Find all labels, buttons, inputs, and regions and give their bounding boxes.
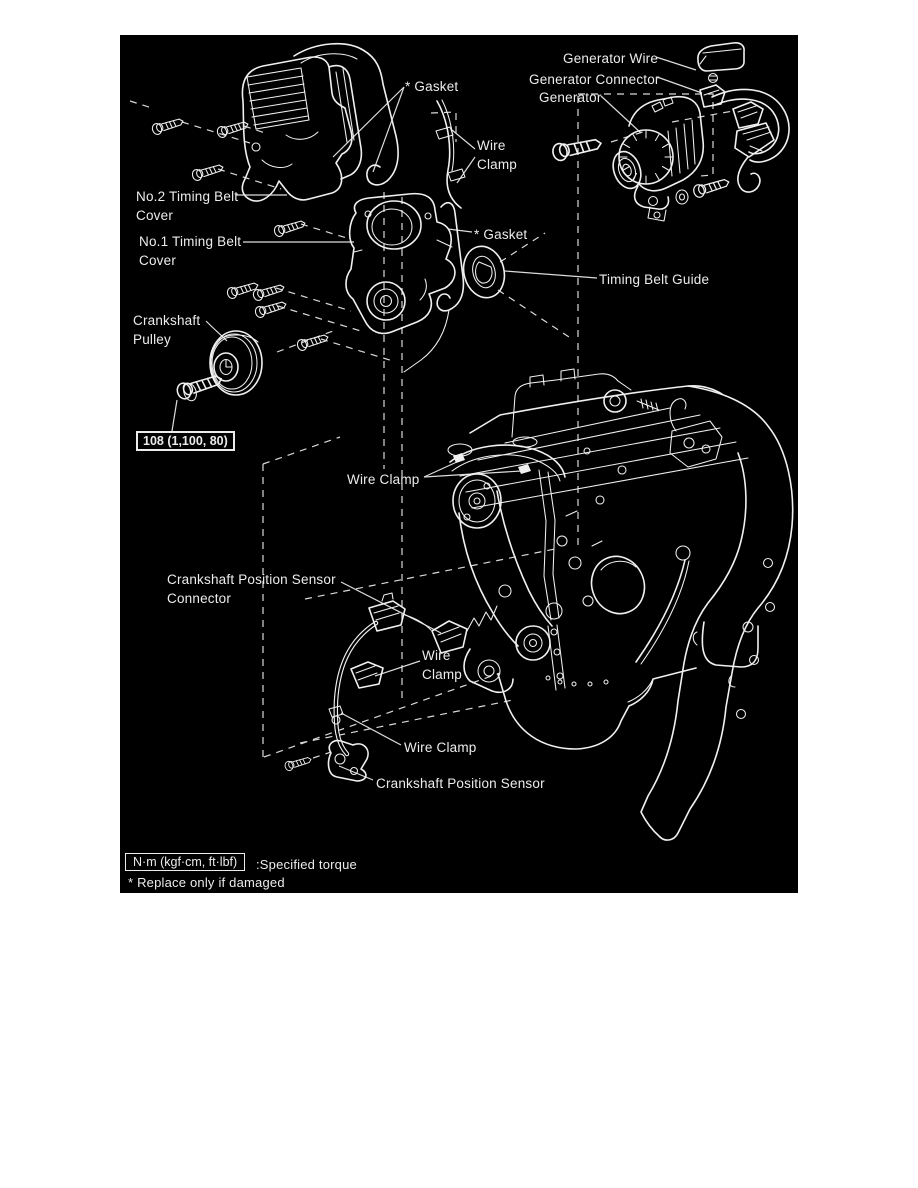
label-wire-clamp-top: Wire Clamp (477, 138, 518, 172)
label-timing-belt-guide: Timing Belt Guide (599, 272, 710, 287)
label-crankshaft-pulley: Crankshaft Pulley (133, 313, 201, 347)
upper-gasket-drawing (293, 42, 399, 186)
crankshaft-position-sensor-drawing (327, 592, 498, 782)
legend-torque-units-box: N·m (kgf·cm, ft·lbf) (125, 853, 246, 871)
legend-replace-note: * Replace only if damaged (128, 875, 285, 890)
label-wire-clamp-mid: Wire Clamp (422, 648, 463, 682)
label-leader-lines (171, 56, 703, 781)
upper-wire-clamp-drawing (435, 99, 466, 209)
torque-spec-box: 108 (1,100, 80) (136, 431, 235, 451)
label-generator-wire: Generator Wire (563, 51, 659, 66)
label-crankshaft-position-sensor: Crankshaft Position Sensor (376, 776, 545, 791)
generator-drawing (612, 42, 790, 222)
label-gasket-top: * Gasket (405, 79, 459, 94)
timing-belt-guide-drawing (462, 245, 506, 299)
no2-timing-belt-cover-drawing (241, 56, 363, 202)
engine-block-drawing (447, 368, 794, 841)
label-no1-timing-belt-cover: No.1 Timing Belt Cover (139, 234, 242, 268)
label-gasket-mid: * Gasket (474, 227, 528, 242)
label-generator: Generator (539, 90, 602, 105)
label-cps-connector: Crankshaft Position Sensor Connector (167, 572, 336, 606)
no1-timing-belt-cover-drawing (345, 192, 456, 335)
label-wire-clamp-engine: Wire Clamp (347, 472, 420, 487)
diagram-panel-background (120, 35, 798, 893)
label-wire-clamp-low: Wire Clamp (404, 740, 477, 755)
mounting-bolts (150, 115, 732, 773)
label-no2-timing-belt-cover: No.2 Timing Belt Cover (136, 189, 239, 223)
middle-gasket-drawing (403, 201, 465, 373)
crankshaft-pulley-drawing (209, 330, 263, 396)
legend-torque-caption: :Specified torque (256, 857, 357, 872)
label-generator-connector: Generator Connector (529, 72, 660, 87)
